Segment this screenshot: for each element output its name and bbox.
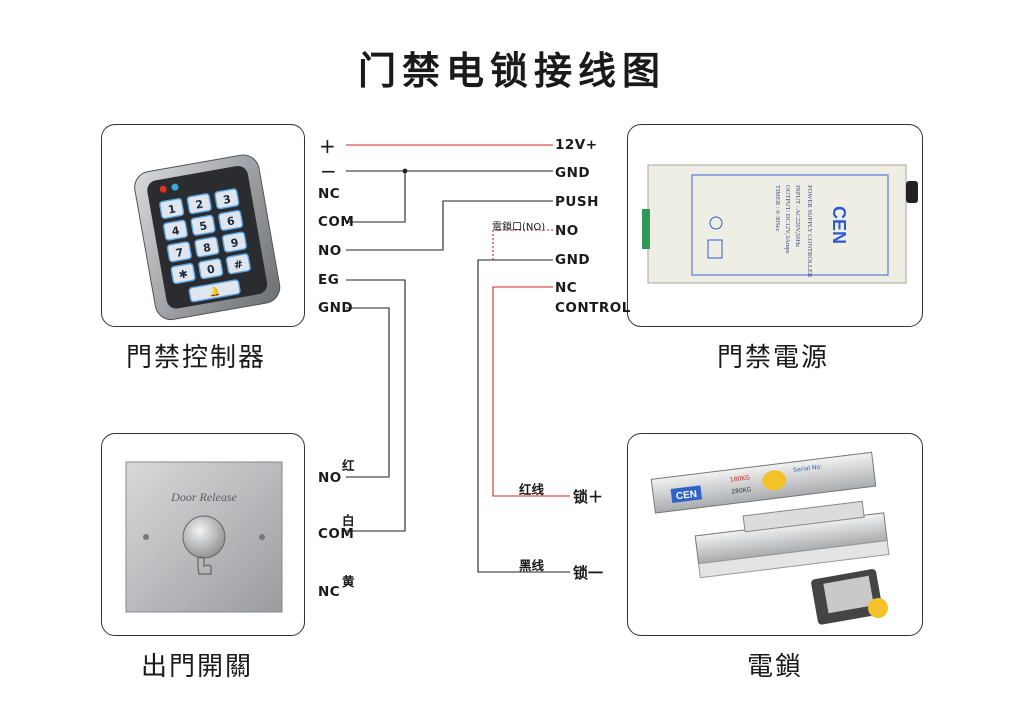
keypad-key [190,214,216,236]
electric-lock-illustration: CEN 180KG 280KG Serial No: [650,451,890,625]
wire-power-gnd-to-lock-minus [477,259,570,573]
power-terminal-12v: 12V+ [555,137,598,153]
exit-button-illustration: Door Release [125,461,283,613]
keypad-key-label: 4 [171,224,181,238]
page-title: 门禁电锁接线图 [357,49,666,93]
keypad-key-label: 8 [202,241,212,255]
door-release-text: Door Release [170,490,237,504]
keypad-key [198,258,224,280]
keypad-terminal-no: NO [318,243,342,259]
keypad-key [186,193,212,215]
exit-color-yellow: 黄 [342,574,355,589]
wire-gnd-to-no [346,307,390,478]
keypad-caption: 門禁控制器 [126,343,267,373]
keypad-illustration: 1 2 3 4 5 6 7 8 9 ✱ 0 # 🔔 [134,154,281,321]
power-terminal-no: NO [555,223,579,239]
keypad-key-label: 0 [206,263,216,277]
wire-eg-to-com [346,279,406,532]
keypad-key [162,219,189,241]
exit-terminal-nc: NC [318,584,341,600]
keypad-key [170,263,196,285]
lock-spec-a: 180KG [730,474,751,483]
power-line-1: POWER SUPPLY CONTROLLER [806,185,813,278]
lock-spec-b: 280KG [731,486,752,495]
keypad-terminal-eg: EG [318,272,340,288]
lock-serial-text: Serial No: [793,463,823,473]
keypad-key [221,231,248,253]
keypad-key [159,198,185,220]
lock-panel: CEN 180KG 280KG Serial No: [627,433,923,636]
power-supply-illustration: CEN POWER SUPPLY CONTROLLER INPUT : AC22… [642,164,918,284]
power-terminal-control: CONTROL [555,300,631,316]
keypad-key-label: 9 [230,236,240,250]
lock-terminal-plus: 锁＋ [573,488,604,506]
power-terminal-push: PUSH [555,194,599,210]
wire-com-to-gnd [346,171,406,223]
keypad-key [166,241,192,263]
keypad-panel: 1 2 3 4 5 6 7 8 9 ✱ 0 # 🔔 [101,124,305,327]
power-panel: CEN POWER SUPPLY CONTROLLER INPUT : AC22… [627,124,923,327]
exit-terminal-no: NO [318,470,342,486]
keypad-key [225,253,251,275]
power-terminal-gnd-2: GND [555,252,591,268]
keypad-terminal-nc: NC [318,186,341,202]
power-terminal-nc: NC [555,280,578,296]
power-brand-text: CEN [829,206,849,244]
power-terminal-gnd-1: GND [555,165,591,181]
power-line-2: INPUT : AC220V,50Hz [794,185,801,247]
wire-nc-to-lock-plus [492,286,570,497]
lock-caption: 電鎖 [747,652,804,682]
power-line-3: OUTPUT: DC12V,3Amps [784,185,791,254]
junction-dot [402,168,408,174]
exit-color-red: 红 [342,458,355,473]
keypad-key [194,236,220,258]
keypad-terminal-com: COM [318,214,355,230]
lock-wire-red-label: 红线 [519,482,545,497]
keypad-key-label: 2 [195,198,205,212]
power-line-4: TIMER : 0-30Sec [774,185,781,232]
wire-lock-no-dotted [492,229,553,260]
keypad-key-label: 3 [222,193,232,207]
bell-icon: 🔔 [208,286,221,299]
keypad-key-label: ✱ [178,267,189,281]
keypad-terminal-gnd: GND [318,300,354,316]
keypad-key [218,209,244,231]
keypad-key-label: # [233,258,244,272]
keypad-key [214,188,240,210]
wire-no-to-push [346,200,553,251]
lock-terminal-minus: 锁一 [573,564,604,582]
keypad-key-label: 5 [198,219,208,233]
lock-brand-text: CEN [675,489,697,502]
exit-button-panel: Door Release [101,433,305,636]
keypad-terminal-plus: + [319,134,337,158]
keypad-key-label: 7 [175,246,185,260]
exit-color-white: 白 [342,513,355,528]
exit-button-caption: 出門開關 [141,652,254,682]
keypad-key-label: 1 [167,202,177,216]
exit-terminal-com: COM [318,526,355,542]
power-lock-no-note: 電鎖口(NO) [492,222,546,233]
power-caption: 門禁電源 [717,343,830,373]
lock-wire-black-label: 黑线 [519,558,545,573]
keypad-key-label: 6 [226,214,236,228]
keypad-terminal-minus: − [320,159,338,183]
keypad-bell-key [188,279,241,303]
